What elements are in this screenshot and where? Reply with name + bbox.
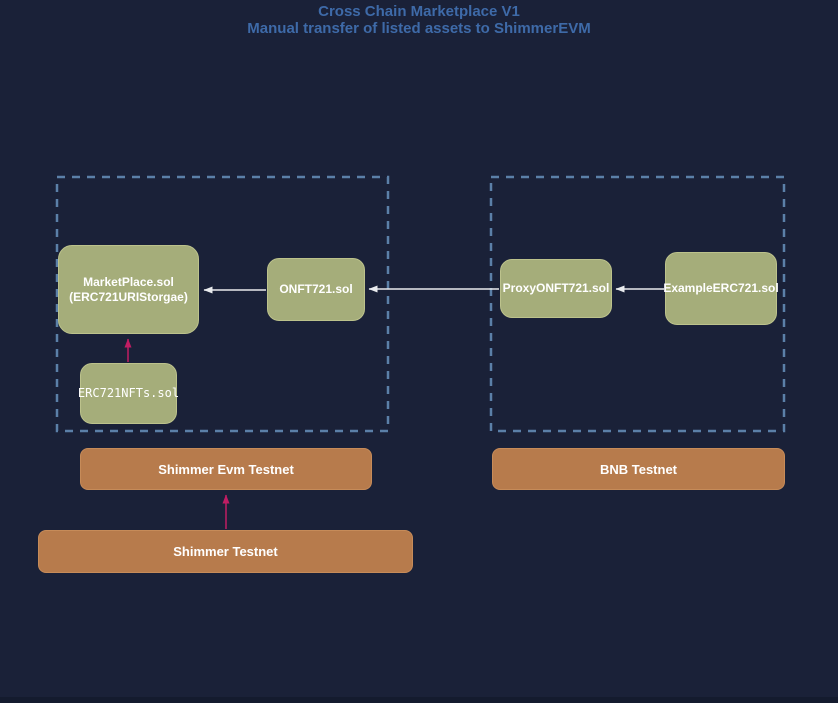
chain-shimmer-evm-testnet-label: Shimmer Evm Testnet: [158, 461, 294, 477]
chain-shimmer-testnet: Shimmer Testnet: [38, 530, 413, 573]
node-proxyonft721: ProxyONFT721.sol: [500, 259, 612, 318]
node-erc721nfts-label: ERC721NFTs.sol: [77, 386, 180, 400]
node-onft721: ONFT721.sol: [267, 258, 365, 321]
container-shimmer-evm-testnet: [55, 175, 390, 433]
node-marketplace-label-line1: MarketPlace.sol: [83, 274, 174, 289]
node-onft721-label: ONFT721.sol: [279, 282, 353, 296]
diagram-title-line2: Manual transfer of listed assets to Shim…: [247, 20, 591, 37]
node-marketplace: MarketPlace.sol (ERC721URIStorgae): [58, 245, 199, 334]
node-proxyonft721-label: ProxyONFT721.sol: [502, 281, 610, 295]
node-erc721nfts: ERC721NFTs.sol: [77, 363, 180, 424]
diagram-title: Cross Chain Marketplace V1 Manual transf…: [0, 3, 838, 37]
chain-shimmer-evm-testnet: Shimmer Evm Testnet: [80, 448, 372, 490]
chain-bnb-testnet-label: BNB Testnet: [599, 461, 678, 477]
node-exampleerc721: ExampleERC721.sol: [663, 252, 779, 325]
chain-bnb-testnet: BNB Testnet: [492, 448, 785, 490]
node-exampleerc721-label: ExampleERC721.sol: [663, 281, 779, 295]
container-bnb-testnet: [489, 175, 786, 433]
bottom-strip: [0, 697, 838, 703]
diagram-title-line1: Cross Chain Marketplace V1: [318, 3, 520, 20]
chain-shimmer-testnet-label: Shimmer Testnet: [173, 544, 278, 559]
node-marketplace-label-line2: (ERC721URIStorgae): [69, 289, 188, 304]
